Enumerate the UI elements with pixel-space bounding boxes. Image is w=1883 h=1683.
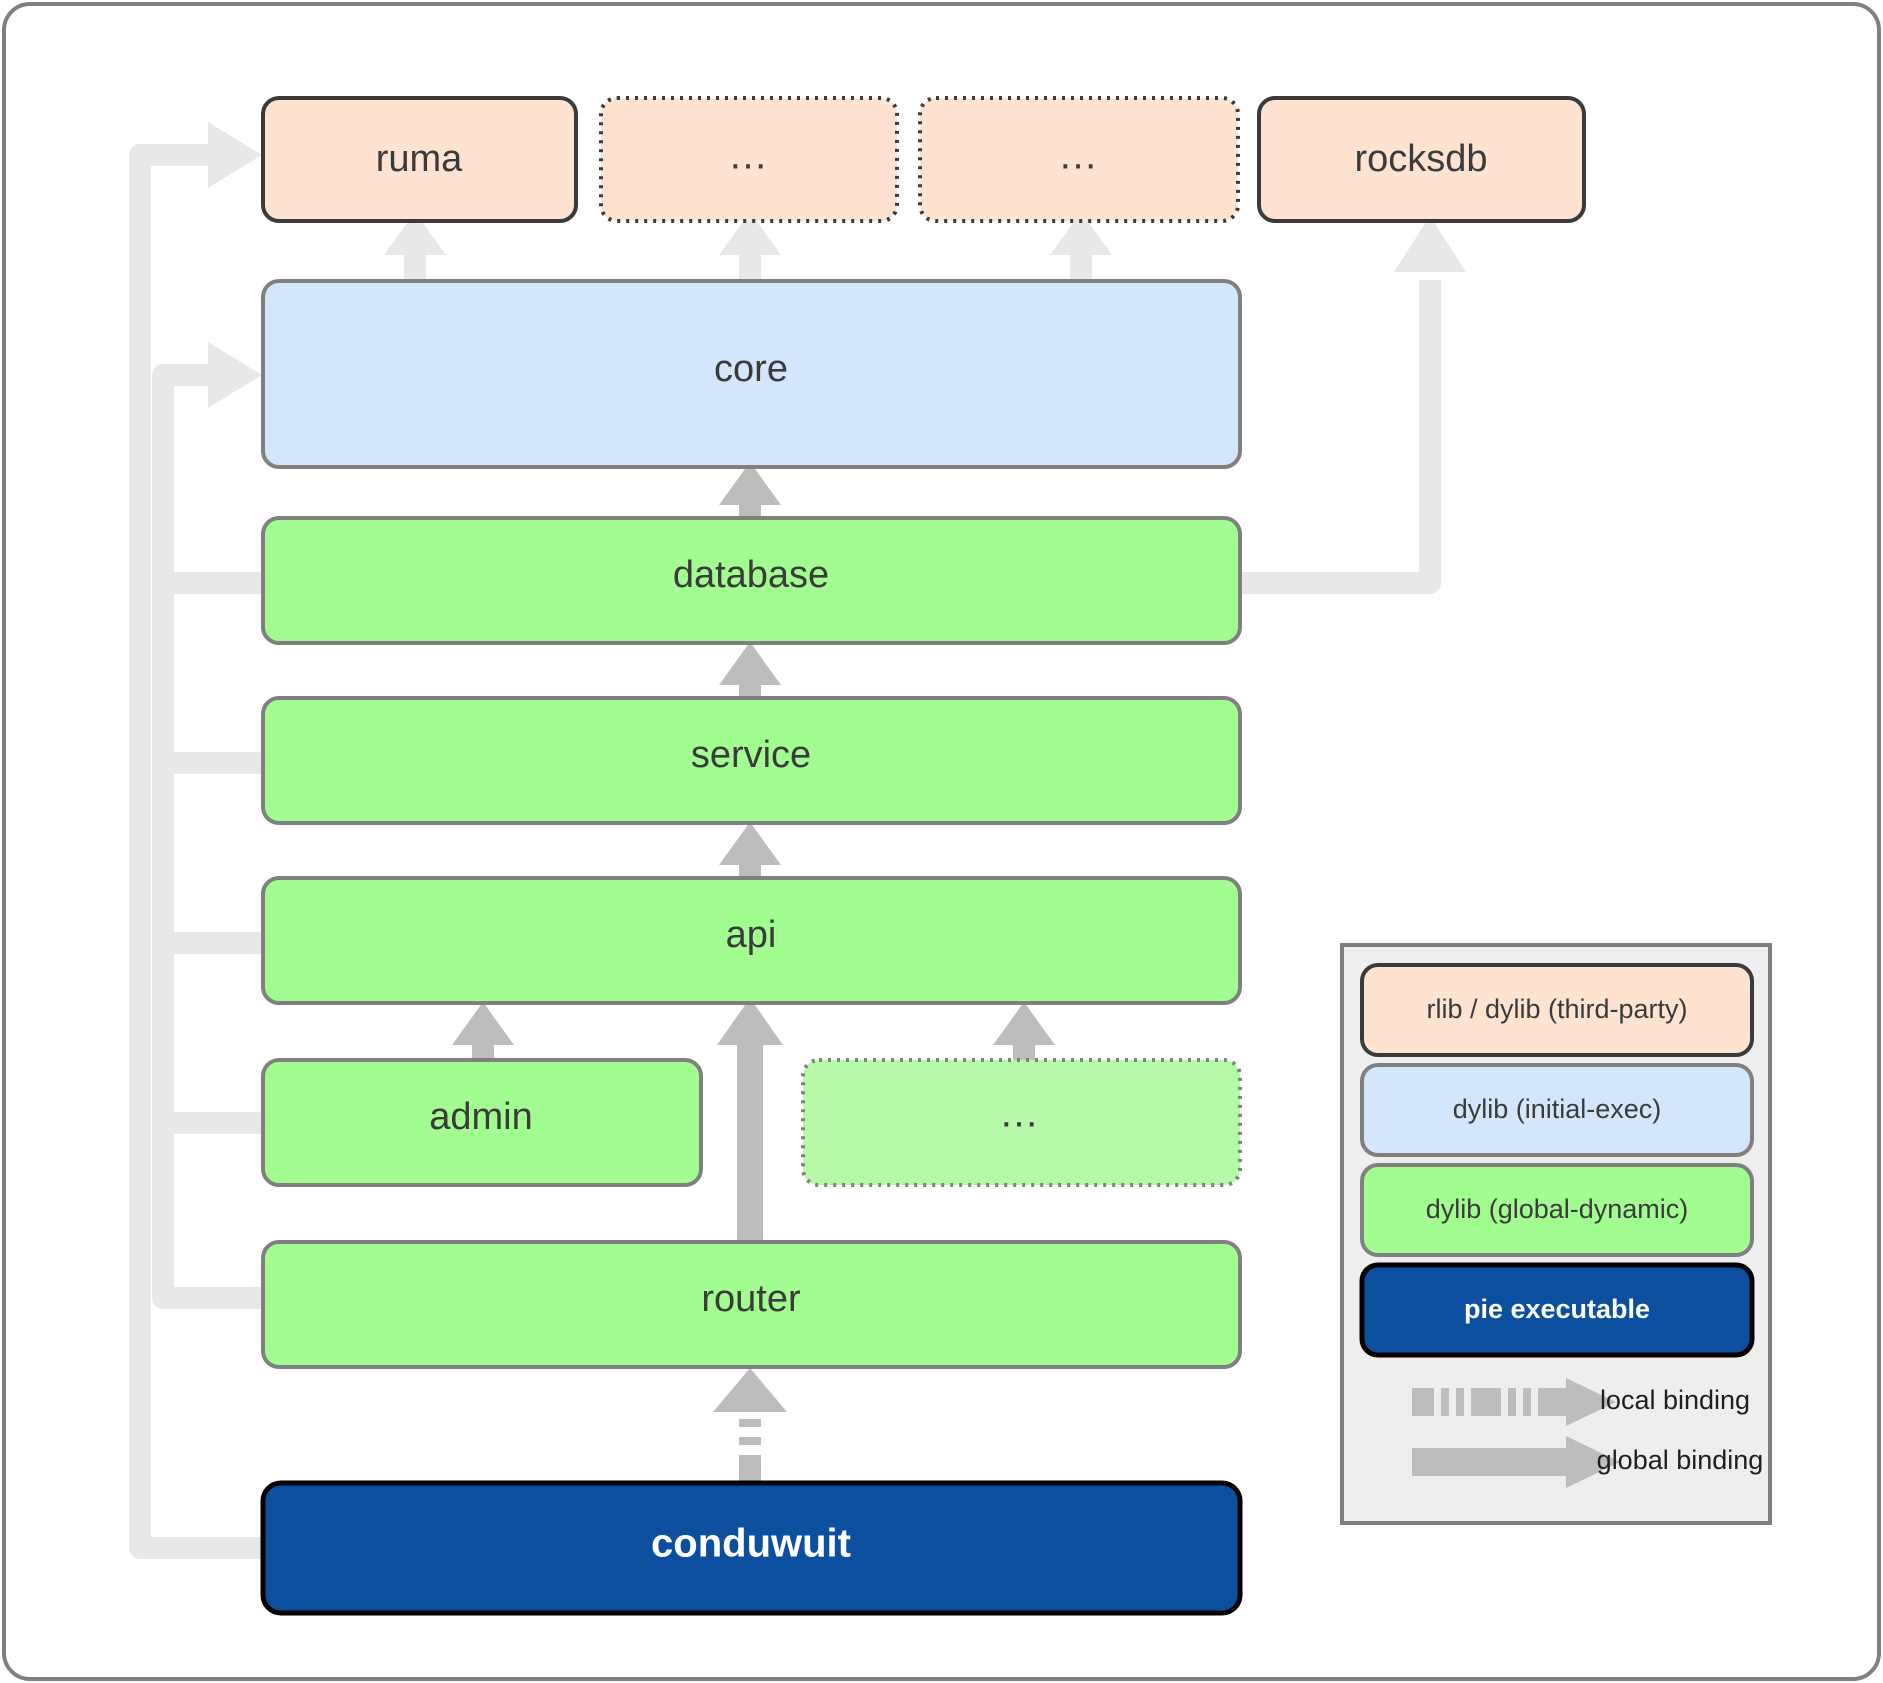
node-ruma-label: ruma <box>376 138 463 180</box>
node-conduwuit-label: conduwuit <box>651 1522 851 1566</box>
edge-core-to-top-dots-1 <box>719 212 781 282</box>
node-top-dots-1-box[interactable] <box>599 96 899 223</box>
node-rocksdb-box[interactable] <box>1257 96 1586 223</box>
legend-panel: rlib / dylib (third-party) dylib (initia… <box>1340 943 1772 1525</box>
edge-conduwuit-to-ruma <box>129 122 263 1559</box>
bus-stubs <box>163 572 268 1309</box>
node-rocksdb-label: rocksdb <box>1354 138 1487 180</box>
node-mid-dots-box[interactable] <box>801 1058 1242 1187</box>
edge-core-to-ruma <box>384 212 446 282</box>
node-core-label: core <box>714 348 788 390</box>
node-core-box[interactable] <box>261 279 1242 469</box>
legend-swatch-global-dynamic[interactable] <box>1360 1163 1754 1257</box>
legend-label-global-binding: global binding <box>1597 1445 1764 1475</box>
node-conduwuit-box[interactable] <box>260 1480 1243 1616</box>
legend-global-binding-icon <box>1412 1436 1620 1488</box>
node-api-label: api <box>726 914 777 956</box>
legend-label-initial-exec: dylib (initial-exec) <box>1453 1094 1662 1124</box>
edges-core-to-top-row <box>384 212 1112 282</box>
node-service-label: service <box>691 734 811 776</box>
edge-core-to-top-dots-2 <box>1050 212 1112 282</box>
node-router-label: router <box>701 1278 801 1320</box>
legend-local-binding-icon <box>1412 1378 1616 1426</box>
node-top-dots-2-box[interactable] <box>918 96 1240 223</box>
node-admin-box[interactable] <box>261 1058 703 1187</box>
node-top-dots-2-label: … <box>1058 134 1100 178</box>
legend-swatch-initial-exec[interactable] <box>1360 1063 1754 1157</box>
node-top-dots-1-label: … <box>728 134 770 178</box>
node-service-box[interactable] <box>261 696 1242 825</box>
legend-label-pie-executable: pie executable <box>1464 1294 1650 1324</box>
node-database-box[interactable] <box>261 516 1242 645</box>
node-mid-dots-label: … <box>999 1092 1041 1136</box>
node-ruma-box[interactable] <box>261 96 578 223</box>
edge-router-to-api <box>717 998 783 1242</box>
legend-label-global-dynamic: dylib (global-dynamic) <box>1426 1194 1689 1224</box>
node-router-box[interactable] <box>261 1240 1242 1369</box>
node-database-label: database <box>673 554 829 596</box>
edge-conduwuit-to-router <box>713 1368 787 1485</box>
legend-label-local-binding: local binding <box>1600 1385 1750 1415</box>
node-api-box[interactable] <box>261 876 1242 1005</box>
legend-swatch-pie-executable[interactable] <box>1359 1262 1755 1358</box>
legend-swatch-third-party[interactable] <box>1360 963 1754 1057</box>
legend-label-third-party: rlib / dylib (third-party) <box>1426 994 1687 1024</box>
node-admin-label: admin <box>429 1096 533 1138</box>
edge-database-to-rocksdb <box>1240 216 1466 594</box>
